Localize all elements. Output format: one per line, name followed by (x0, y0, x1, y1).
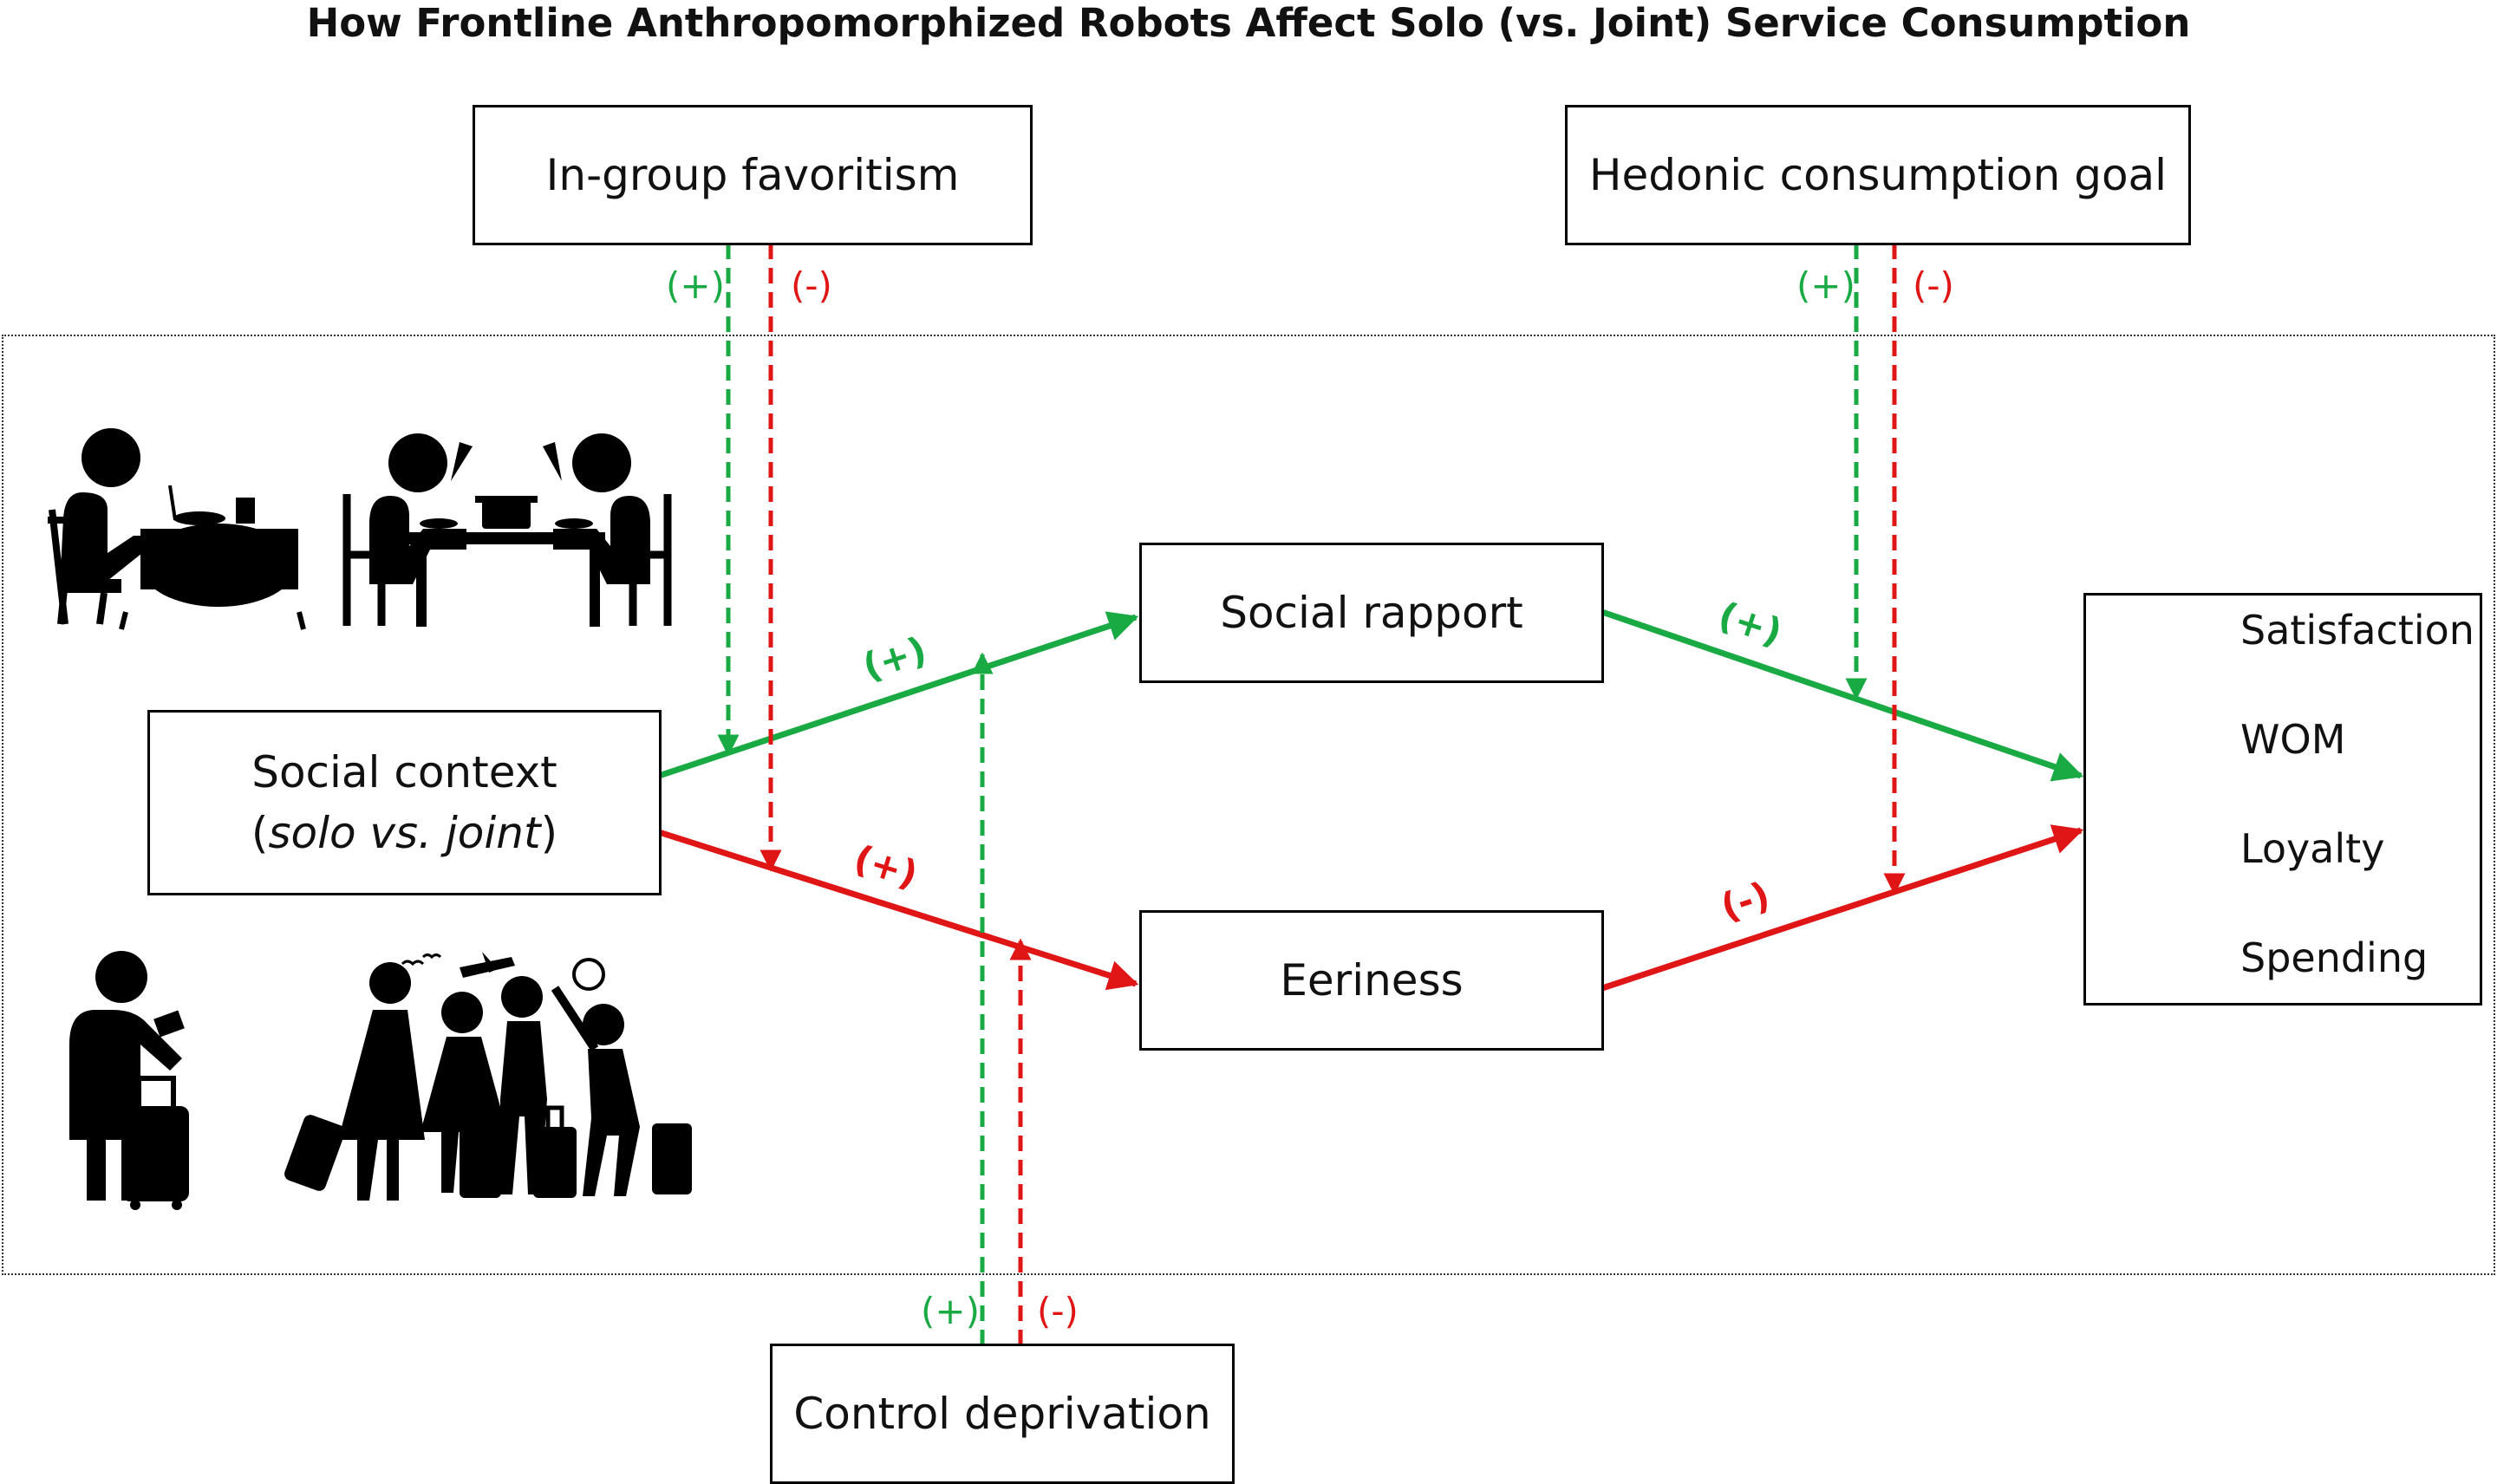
node-social-context-label: Social context (251, 747, 557, 797)
node-social-rapport: Social rapport (1139, 543, 1604, 683)
outcome-satisfaction: Satisfaction (2240, 607, 2474, 654)
node-social-context-sub: (solo vs. joint) (251, 803, 557, 863)
arrow-context-to-eeriness (657, 829, 1139, 991)
sign-control-negative: (-) (1037, 1290, 1079, 1332)
node-control-label: Control deprivation (793, 1389, 1211, 1439)
diagram-title: How Frontline Anthropomorphized Robots A… (306, 0, 2191, 46)
node-hedonic-consumption-goal: Hedonic consumption goal (1565, 105, 2191, 245)
solo-traveler-icon (69, 951, 189, 1210)
arrow-eeriness-to-outcomes (1601, 824, 2084, 992)
node-ingroup-label: In-group favoritism (545, 150, 960, 200)
outcome-spending: Spending (2240, 934, 2429, 981)
node-rapport-label: Social rapport (1220, 588, 1523, 638)
sign-ingroup-negative: (-) (791, 264, 832, 307)
node-social-context: Social context (solo vs. joint) (147, 710, 662, 895)
paren-open: ( (251, 808, 269, 858)
outcome-loyalty: Loyalty (2240, 825, 2385, 872)
node-outcomes (2083, 593, 2482, 1006)
solo-diner-icon (48, 428, 306, 630)
model-frame (2, 335, 2495, 1275)
sign-hedonic-positive: (+) (1796, 264, 1855, 307)
group-diners-icon (342, 433, 672, 627)
node-control-deprivation: Control deprivation (770, 1344, 1235, 1484)
sign-control-positive: (+) (921, 1290, 980, 1332)
sign-ingroup-positive: (+) (666, 264, 725, 307)
node-eeriness-label: Eeriness (1280, 955, 1464, 1006)
sign-hedonic-negative: (-) (1913, 264, 1954, 307)
node-hedonic-label: Hedonic consumption goal (1588, 150, 2168, 200)
group-travelers-icon (284, 952, 692, 1201)
node-ingroup-favoritism: In-group favoritism (473, 105, 1033, 245)
node-eeriness: Eeriness (1139, 910, 1604, 1051)
outcome-wom: WOM (2240, 716, 2346, 763)
paren-close: ) (540, 808, 558, 858)
node-social-context-italic: solo vs. joint (268, 808, 541, 858)
arrow-rapport-to-outcomes (1598, 608, 2084, 782)
